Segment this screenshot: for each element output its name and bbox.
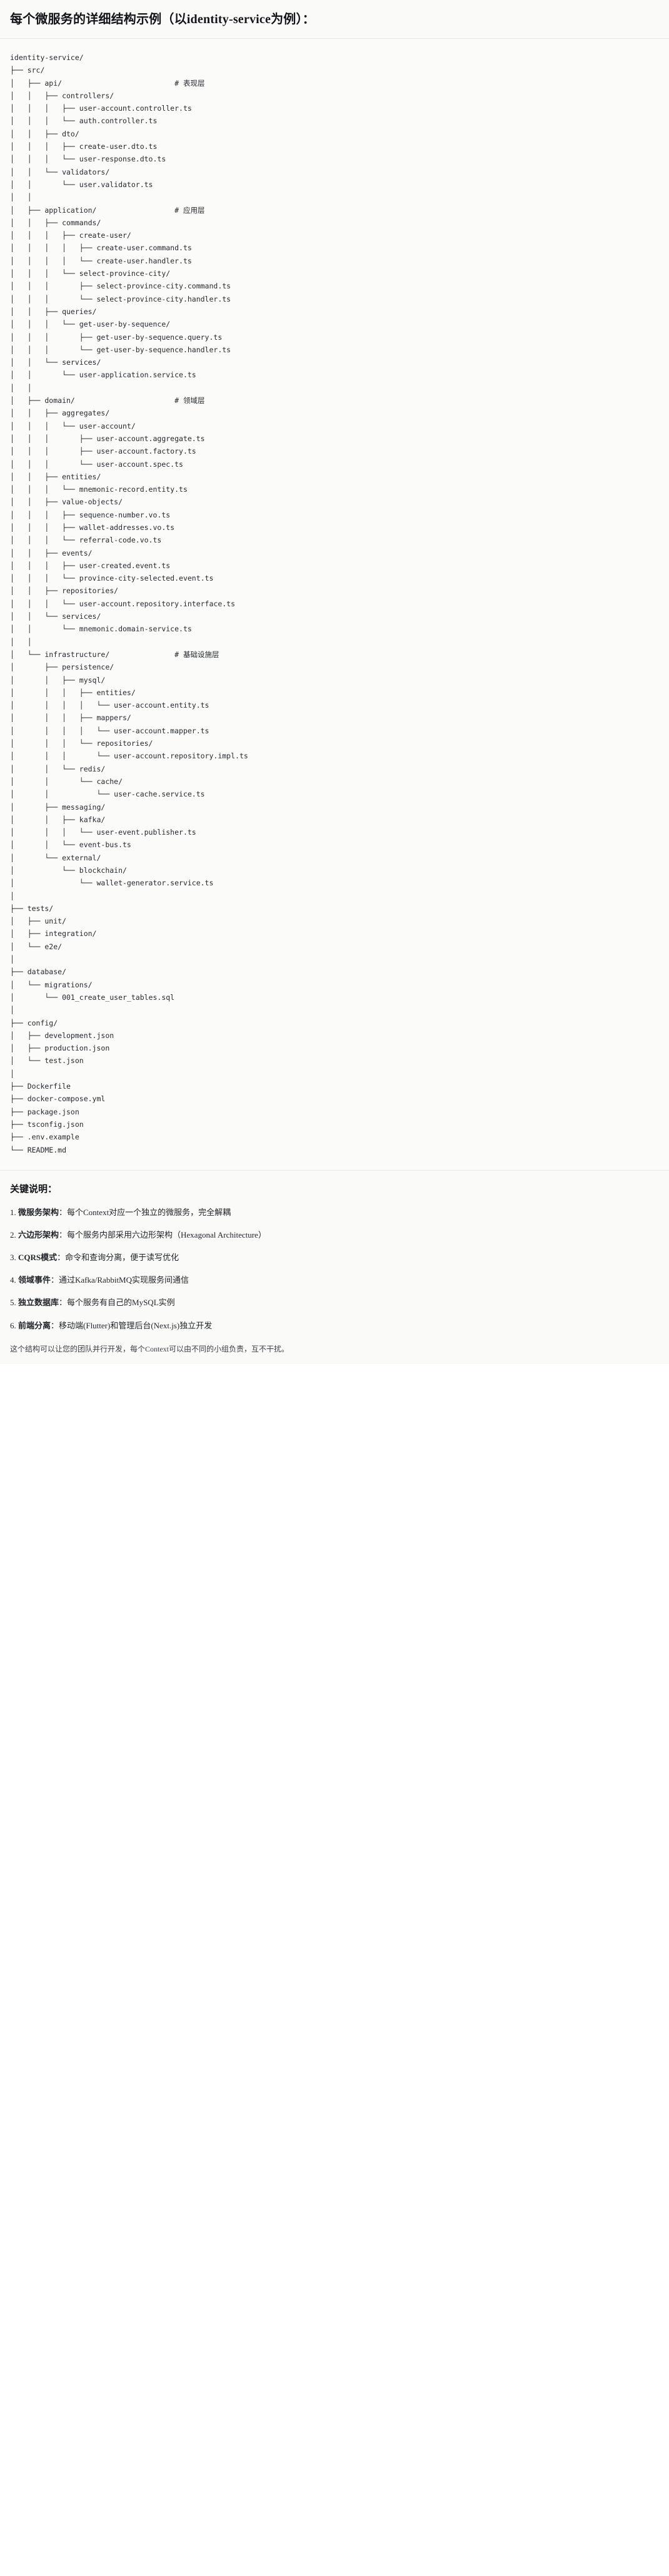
key-notes-list: 微服务架构：每个Context对应一个独立的微服务，完全解耦六边形架构：每个服务… [10, 1206, 659, 1332]
notes-footnote: 这个结构可以让您的团队并行开发，每个Context可以由不同的小组负责，互不干扰… [10, 1344, 289, 1353]
key-note-item: 微服务架构：每个Context对应一个独立的微服务，完全解耦 [10, 1206, 659, 1219]
key-note-text: ：命令和查询分离，便于读写优化 [57, 1253, 179, 1263]
key-note-item: 前端分离：移动端(Flutter)和管理后台(Next.js)独立开发 [10, 1320, 659, 1332]
key-note-term: 前端分离 [18, 1320, 51, 1330]
key-note-item: 领域事件：通过Kafka/RabbitMQ实现服务间通信 [10, 1274, 659, 1286]
key-note-term: CQRS模式 [18, 1253, 58, 1263]
key-note-term: 微服务架构 [18, 1207, 59, 1217]
key-notes-heading: 关键说明： [10, 1184, 58, 1194]
key-note-term: 领域事件 [18, 1275, 51, 1285]
page-title: 每个微服务的详细结构示例（以identity-service为例）： [10, 13, 315, 26]
key-note-text: ：每个服务有自己的MySQL实例 [59, 1298, 175, 1308]
key-note-text: ：每个服务内部采用六边形架构（Hexagonal Architecture） [59, 1229, 266, 1240]
key-note-item: 独立数据库：每个服务有自己的MySQL实例 [10, 1296, 659, 1309]
document-page: 每个微服务的详细结构示例（以identity-service为例）： ident… [0, 0, 669, 1364]
key-note-term: 六边形架构 [18, 1229, 59, 1240]
key-note-text: ：通过Kafka/RabbitMQ实现服务间通信 [51, 1275, 189, 1285]
key-note-text: ：每个Context对应一个独立的微服务，完全解耦 [59, 1207, 231, 1217]
key-notes-section: 关键说明： 微服务架构：每个Context对应一个独立的微服务，完全解耦六边形架… [0, 1170, 669, 1364]
page-header: 每个微服务的详细结构示例（以identity-service为例）： [0, 0, 669, 39]
file-tree-block: identity-service/ ├── src/ │ ├── api/ # … [0, 39, 669, 1171]
key-note-text: ：移动端(Flutter)和管理后台(Next.js)独立开发 [51, 1320, 213, 1330]
file-tree: identity-service/ ├── src/ │ ├── api/ # … [10, 53, 248, 1154]
key-note-item: CQRS模式：命令和查询分离，便于读写优化 [10, 1251, 659, 1264]
key-note-item: 六边形架构：每个服务内部采用六边形架构（Hexagonal Architectu… [10, 1229, 659, 1241]
key-note-term: 独立数据库 [18, 1298, 59, 1308]
